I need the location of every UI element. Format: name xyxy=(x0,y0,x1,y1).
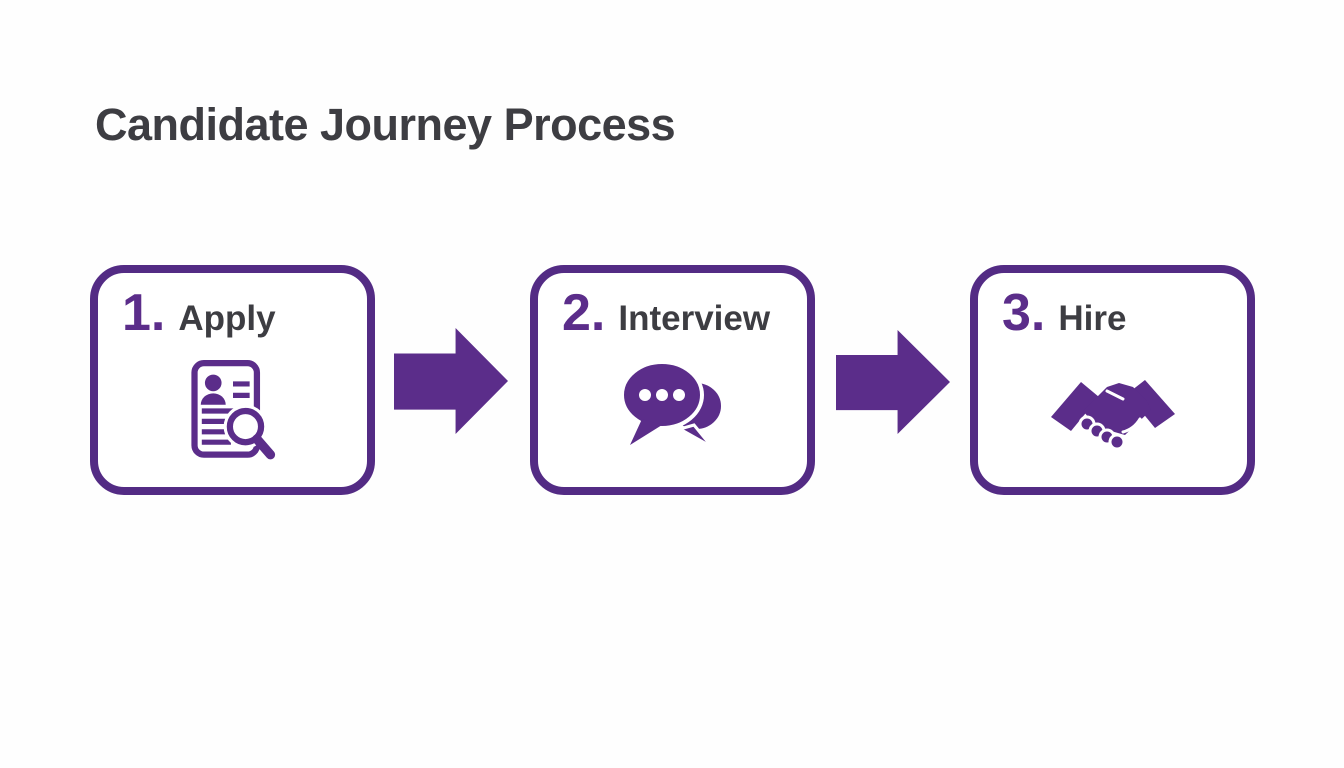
arrow-right-icon xyxy=(394,328,508,434)
resume-search-icon xyxy=(181,359,285,468)
speech-bubbles-icon xyxy=(618,359,728,456)
step-card-interview: 2. Interview xyxy=(530,265,815,495)
step-header: 2. Interview xyxy=(562,284,807,342)
step-number: 2. xyxy=(562,284,606,342)
step-label: Interview xyxy=(618,299,771,338)
step-header: 3. Hire xyxy=(1002,284,1247,342)
handshake-icon xyxy=(1047,359,1179,464)
step-card-apply: 1. Apply xyxy=(90,265,375,495)
step-number: 3. xyxy=(1002,284,1046,342)
step-card-hire: 3. Hire xyxy=(970,265,1255,495)
step-label: Apply xyxy=(178,299,276,338)
page-title: Candidate Journey Process xyxy=(95,99,676,150)
arrow-right-icon xyxy=(836,330,950,434)
step-header: 1. Apply xyxy=(122,284,367,342)
step-label: Hire xyxy=(1058,299,1127,338)
step-number: 1. xyxy=(122,284,166,342)
